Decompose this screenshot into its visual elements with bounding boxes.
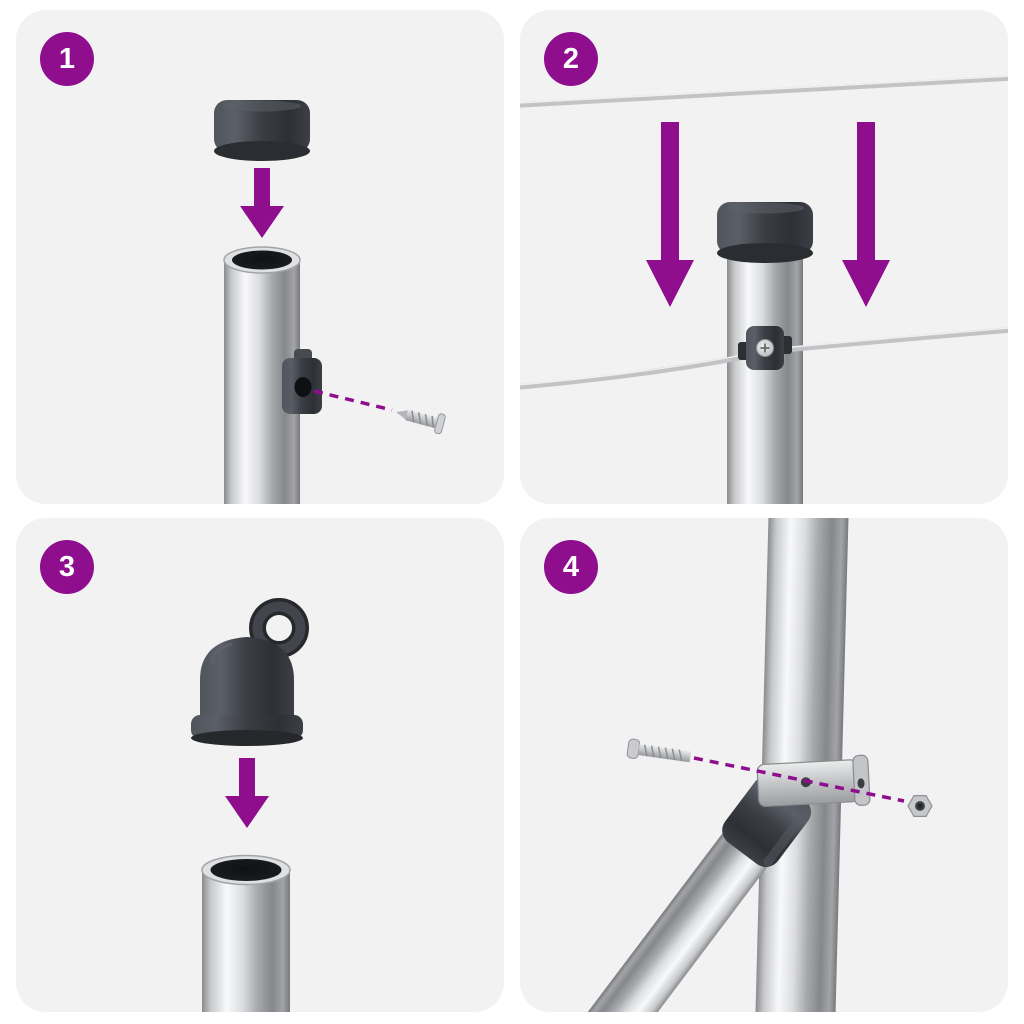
- step-number: 2: [562, 42, 580, 75]
- step-number: 4: [562, 550, 580, 583]
- down-arrow-icon: [240, 168, 284, 238]
- brace-tube: [560, 785, 804, 1012]
- step-number: 1: [58, 42, 76, 75]
- lower-wire: [520, 327, 1008, 390]
- top-wire: [520, 75, 1008, 108]
- post-cap: [214, 100, 310, 161]
- step-3-illustration: [191, 598, 309, 1012]
- bolt-guide-line: [693, 756, 905, 803]
- step-badge-3: 3: [40, 540, 94, 594]
- step-panel-4: 4: [520, 518, 1008, 1012]
- down-arrow-icon: [225, 758, 269, 828]
- post-tube: [201, 854, 291, 1012]
- step-badge-1: 1: [40, 32, 94, 86]
- down-arrow-right-icon: [842, 122, 890, 307]
- step-2-illustration: [520, 75, 1008, 504]
- step-1-illustration: [214, 100, 446, 504]
- nut: [907, 795, 933, 817]
- step-panel-3: 3: [16, 518, 504, 1012]
- screw: [396, 409, 446, 435]
- step-panel-1: 1: [16, 10, 504, 504]
- step-panel-2: 2: [520, 10, 1008, 504]
- screw-guide-line: [313, 389, 393, 412]
- wire-bracket-fastened: [738, 326, 792, 370]
- step-badge-4: 4: [544, 540, 598, 594]
- down-arrow-left-icon: [646, 122, 694, 307]
- bolt: [626, 738, 692, 763]
- step-4-illustration: [560, 518, 933, 1012]
- step-badge-2: 2: [544, 32, 598, 86]
- clamp-strap: [756, 754, 871, 807]
- post-with-cap: [717, 202, 813, 504]
- eyelet-cap: [191, 598, 309, 746]
- wire-bracket: [282, 349, 322, 414]
- step-number: 3: [58, 550, 76, 583]
